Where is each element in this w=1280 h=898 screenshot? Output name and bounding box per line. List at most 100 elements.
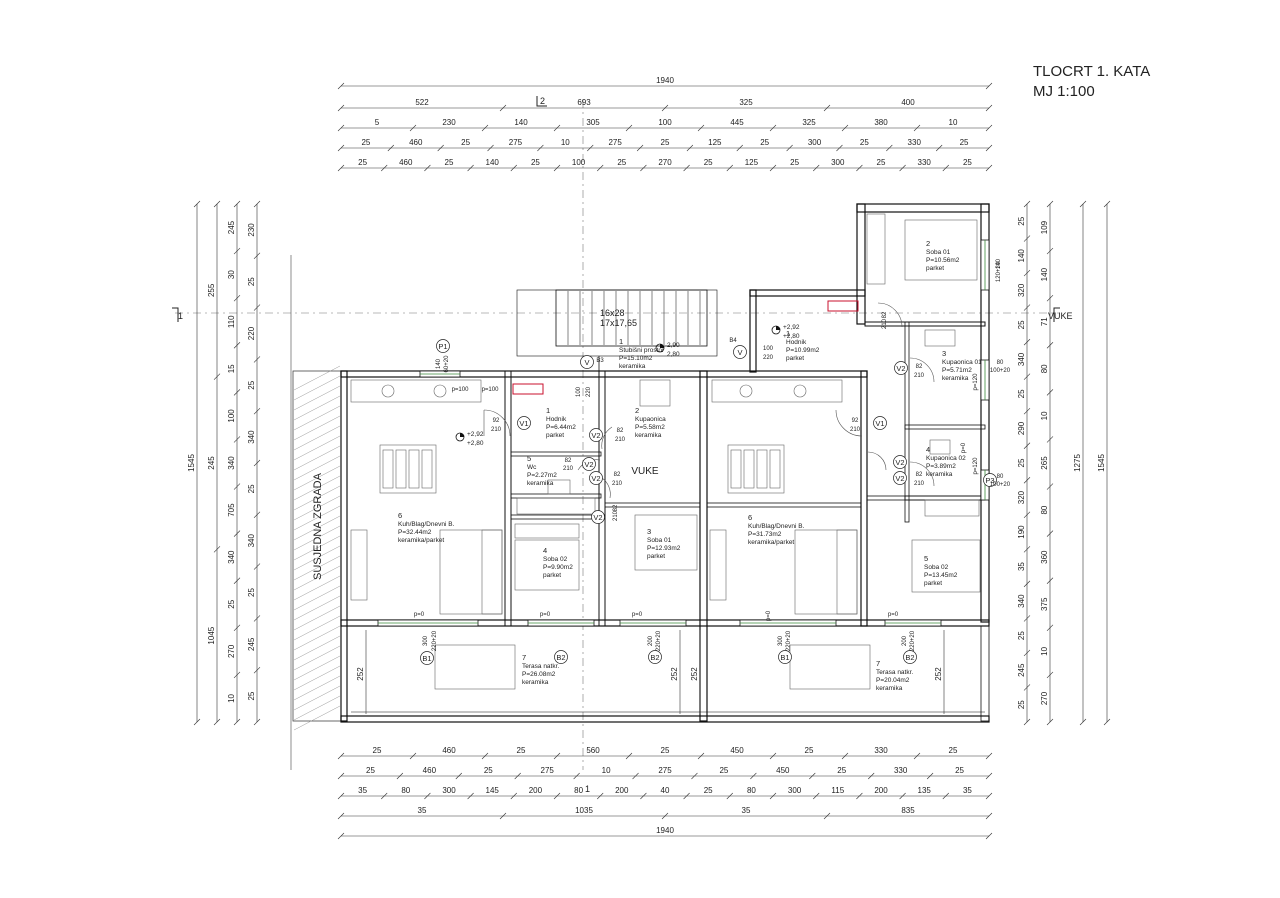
drawing-title: TLOCRT 1. KATA MJ 1:100 bbox=[1033, 62, 1150, 102]
dim-label: 25 bbox=[247, 588, 256, 597]
dim-label: 25 bbox=[1017, 389, 1026, 398]
dim-label: 330 bbox=[894, 766, 908, 775]
small-label: 100+20 bbox=[990, 482, 1011, 488]
small-label: 200 bbox=[648, 635, 654, 646]
room-name: Kupaonica 01 bbox=[942, 359, 982, 366]
dim-label: 245 bbox=[1017, 663, 1026, 677]
room-area: P=10.56m2 bbox=[926, 257, 960, 264]
small-label: B3 bbox=[596, 358, 604, 364]
dim-label: 25 bbox=[484, 766, 493, 775]
tag-label: V2 bbox=[896, 364, 905, 373]
room-area: P=2.27m2 bbox=[527, 472, 557, 479]
window-glazing bbox=[378, 240, 986, 624]
inline-dim-label: 252 bbox=[934, 667, 943, 681]
dim-label: 270 bbox=[658, 158, 672, 167]
dim-label: 245 bbox=[247, 637, 256, 651]
dim-label: 25 bbox=[837, 766, 846, 775]
dim-label: 125 bbox=[745, 158, 759, 167]
dim-label: 245 bbox=[227, 220, 236, 234]
dim-label: 35 bbox=[742, 806, 751, 815]
room-name: Soba 02 bbox=[543, 556, 568, 563]
dim-label: 25 bbox=[949, 746, 958, 755]
room-area: P=5.71m2 bbox=[942, 367, 972, 374]
dim-label: 705 bbox=[227, 503, 236, 517]
tag-circle bbox=[554, 650, 568, 664]
room-area: P=32.44m2 bbox=[398, 529, 432, 536]
dim-label: 445 bbox=[730, 118, 744, 127]
tag-circle bbox=[894, 361, 908, 375]
room-number: 5 bbox=[527, 454, 531, 463]
dim-label: 835 bbox=[901, 806, 915, 815]
dim-label: 25 bbox=[373, 746, 382, 755]
tag-label: B2 bbox=[556, 653, 565, 662]
dim-label: 1940 bbox=[656, 76, 674, 85]
neighbour-building bbox=[290, 255, 342, 770]
dim-label: 325 bbox=[802, 118, 816, 127]
dim-label: 25 bbox=[1017, 700, 1026, 709]
tag-circle bbox=[893, 471, 907, 485]
tag-label: V1 bbox=[875, 419, 884, 428]
small-label: 210 bbox=[914, 373, 925, 379]
room-finish: parket bbox=[543, 572, 561, 579]
tag-label: P1 bbox=[438, 342, 447, 351]
room-name: Kuh/Blag/Dnevni B. bbox=[398, 521, 455, 528]
small-label: 210 bbox=[615, 437, 626, 443]
level-symbol-fill bbox=[460, 433, 464, 437]
small-label: 92 bbox=[852, 418, 859, 424]
dim-label: 360 bbox=[1040, 550, 1049, 564]
room-area: P=20.04m2 bbox=[876, 677, 910, 684]
small-label: 82 bbox=[565, 458, 572, 464]
room-number: 6 bbox=[398, 511, 402, 520]
dim-label: 460 bbox=[423, 766, 437, 775]
dim-label: 25 bbox=[617, 158, 626, 167]
small-label: 82 bbox=[613, 504, 619, 511]
tag-label: V2 bbox=[591, 431, 600, 440]
dim-label: 330 bbox=[908, 138, 922, 147]
dim-label: 375 bbox=[1040, 597, 1049, 611]
tag-label: V bbox=[737, 348, 742, 357]
dim-label: 40 bbox=[661, 786, 670, 795]
tag-circle bbox=[733, 345, 747, 359]
tag-circle bbox=[591, 510, 605, 524]
room-finish: parket bbox=[924, 580, 942, 587]
tag-label: V2 bbox=[591, 474, 600, 483]
dim-label: 25 bbox=[760, 138, 769, 147]
tag-label: B1 bbox=[422, 654, 431, 663]
walls bbox=[340, 203, 990, 723]
dim-label: 200 bbox=[529, 786, 543, 795]
dim-label: 140 bbox=[1040, 267, 1049, 281]
furniture bbox=[350, 213, 981, 690]
inline-dim-label: 252 bbox=[670, 667, 679, 681]
tag-label: B2 bbox=[905, 653, 914, 662]
small-label: 220+20 bbox=[432, 630, 438, 651]
dim-label: 10 bbox=[227, 693, 236, 702]
level-value-bottom: 2,80 bbox=[667, 351, 680, 358]
dim-label: 109 bbox=[1040, 220, 1049, 234]
dim-label: 145 bbox=[486, 786, 500, 795]
dim-label: 1940 bbox=[656, 826, 674, 835]
dim-label: 140 bbox=[514, 118, 528, 127]
dim-label: 115 bbox=[831, 786, 844, 795]
room-number: 1 bbox=[786, 329, 790, 338]
small-label: 220+20 bbox=[910, 630, 916, 651]
dim-label: 200 bbox=[615, 786, 629, 795]
small-label: p=0 bbox=[766, 610, 772, 621]
small-label: 210 bbox=[914, 481, 925, 487]
tag-circle bbox=[893, 455, 907, 469]
room-number: 3 bbox=[647, 527, 651, 536]
dim-label: 100 bbox=[572, 158, 586, 167]
small-label: 210 bbox=[613, 510, 619, 521]
room-finish: parket bbox=[926, 265, 944, 272]
dim-label: 25 bbox=[790, 158, 799, 167]
dim-label: 300 bbox=[788, 786, 802, 795]
dim-label: 190 bbox=[1017, 525, 1026, 539]
dim-label: 10 bbox=[1040, 411, 1049, 420]
room-finish: parket bbox=[647, 553, 665, 560]
dim-label: 230 bbox=[442, 118, 456, 127]
level-value-top: +2,92 bbox=[783, 324, 800, 331]
dim-label: 25 bbox=[860, 138, 869, 147]
drawing-title-name: TLOCRT 1. KATA bbox=[1033, 63, 1151, 80]
